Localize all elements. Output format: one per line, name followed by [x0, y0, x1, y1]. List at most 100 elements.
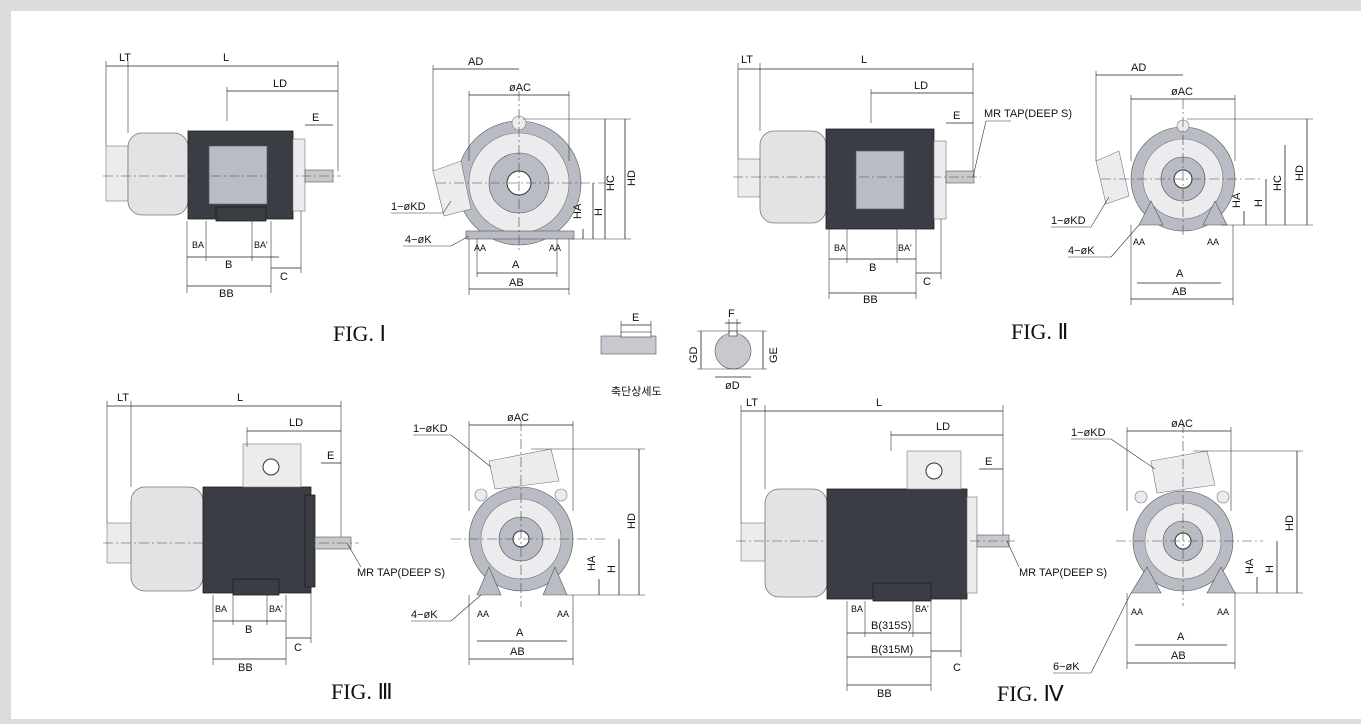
fig3-b-label: B	[245, 624, 252, 636]
fig1-hc-label: HC	[605, 175, 617, 191]
fig3-side-view: LT L LD E MR TAP(DEEP S) BA BA' B C BB	[103, 392, 445, 674]
fig1-lt-label: LT	[119, 52, 131, 64]
fig1-ba-label: BA	[192, 240, 204, 250]
fig4-k-label: 6−øK	[1053, 661, 1080, 673]
fig2-side-view: LT L LD E MR TAP(DEEP S) BA BA' B C BB	[733, 54, 1072, 306]
fig4-kd-label: 1−øKD	[1071, 427, 1106, 439]
fig4-b1-label: B(315S)	[871, 620, 911, 632]
fig1-ac-label: øAC	[509, 82, 531, 94]
fig3-mr-label: MR TAP(DEEP S)	[357, 567, 445, 579]
fig2-l-label: L	[861, 54, 867, 66]
fig1-ld-label: LD	[273, 78, 287, 90]
fig3-a-label: A	[516, 627, 524, 639]
motor-dimension-drawings: LT L LD E BA BA' B C BB	[103, 52, 1313, 706]
fig2-ab-label: AB	[1172, 286, 1187, 298]
fig2-e-label: E	[953, 110, 960, 122]
fig3-hd-label: HD	[626, 513, 638, 529]
fig3-ba2-label: BA'	[269, 604, 283, 614]
fig2-h-label: H	[1253, 199, 1265, 207]
fig3-kd-label: 1−øKD	[413, 423, 448, 435]
fig1-ab-label: AB	[509, 277, 524, 289]
fig2-ba2-label: BA'	[898, 243, 912, 253]
fig4-lt-label: LT	[746, 397, 758, 409]
shaft-gd-label: GD	[688, 346, 700, 363]
fig3-ba-label: BA	[215, 604, 227, 614]
fig1-ha-label: HA	[572, 203, 584, 219]
fig2-ha-label: HA	[1231, 192, 1243, 208]
fig4-bb-label: BB	[877, 688, 892, 700]
fig3-k-label: 4−øK	[411, 609, 438, 621]
fig1-aa-right-label: AA	[549, 243, 561, 253]
fig3-h-label: H	[606, 565, 618, 573]
fig2-k-label: 4−øK	[1068, 245, 1095, 257]
fig2-aa-left-label: AA	[1133, 237, 1145, 247]
fig2-c-label: C	[923, 276, 931, 288]
fig4-ha-label: HA	[1244, 558, 1256, 574]
fig3-l-label: L	[237, 392, 243, 404]
fig3-aa-right-label: AA	[557, 609, 569, 619]
fig1-title: FIG. Ⅰ	[333, 321, 386, 346]
shaft-caption: 축단상세도	[611, 385, 662, 398]
fig2-title: FIG. Ⅱ	[1011, 319, 1068, 344]
fig2-bb-label: BB	[863, 294, 878, 306]
fig2-ld-label: LD	[914, 80, 928, 92]
fig4-side-view: LT L LD E MR TAP(DEEP S) BA BA' B(315S) …	[736, 397, 1107, 700]
fig4-ba2-label: BA'	[915, 604, 929, 614]
fig4-c-label: C	[953, 662, 961, 674]
fig4-b2-label: B(315M)	[871, 644, 913, 656]
fig4-ba-label: BA	[851, 604, 863, 614]
fig1-bb-label: BB	[219, 288, 234, 300]
fig1-e-label: E	[312, 112, 319, 124]
fig3-ab-label: AB	[510, 646, 525, 658]
fig1-kd-label: 1−øKD	[391, 201, 426, 213]
fig2-b-label: B	[869, 262, 876, 274]
fig4-hd-label: HD	[1284, 515, 1296, 531]
fig3-ld-label: LD	[289, 417, 303, 429]
fig4-front-view: øAC 1−øKD 6−øK AA AA A AB HD HA H	[1053, 418, 1303, 674]
fig3-front-view: øAC 1−øKD 4−øK AA AA A AB HD HA H	[411, 412, 645, 665]
fig4-aa-right-label: AA	[1217, 607, 1229, 617]
shaft-d-label: øD	[725, 380, 740, 392]
fig1-k-label: 4−øK	[405, 234, 432, 246]
fig4-title: FIG. Ⅳ	[997, 681, 1064, 706]
fig1-a-label: A	[512, 259, 520, 271]
fig3-aa-left-label: AA	[477, 609, 489, 619]
fig3-c-label: C	[294, 642, 302, 654]
fig3-lt-label: LT	[117, 392, 129, 404]
fig1-side-view: LT L LD E BA BA' B C BB	[103, 52, 341, 300]
fig2-front-view: AD øAC 1−øKD 4−øK AA AA A AB HD HC HA H	[1051, 62, 1313, 305]
fig2-hc-label: HC	[1272, 175, 1284, 191]
fig4-e-label: E	[985, 456, 992, 468]
fig3-e-label: E	[327, 450, 334, 462]
fig1-c-label: C	[280, 271, 288, 283]
fig4-ab-label: AB	[1171, 650, 1186, 662]
fig1-h-label: H	[593, 208, 605, 216]
shaft-end-detail: E F GD GE øD 축단상세도	[600, 308, 780, 398]
shaft-e-label: E	[632, 312, 639, 324]
fig1-ad-label: AD	[468, 56, 483, 68]
fig2-lt-label: LT	[741, 54, 753, 66]
fig4-aa-left-label: AA	[1131, 607, 1143, 617]
fig2-aa-right-label: AA	[1207, 237, 1219, 247]
dimension-drawing-sheet: LT L LD E BA BA' B C BB	[11, 11, 1361, 719]
fig2-ba-label: BA	[834, 243, 846, 253]
fig2-a-label: A	[1176, 268, 1184, 280]
fig2-kd-label: 1−øKD	[1051, 215, 1086, 227]
fig2-ad-label: AD	[1131, 62, 1146, 74]
fig4-l-label: L	[876, 397, 882, 409]
shaft-f-label: F	[728, 308, 735, 320]
fig1-l-label: L	[223, 52, 229, 64]
shaft-ge-label: GE	[768, 347, 780, 363]
fig1-ba2-label: BA'	[254, 240, 268, 250]
fig4-h-label: H	[1264, 565, 1276, 573]
fig1-b-label: B	[225, 259, 232, 271]
fig1-aa-left-label: AA	[474, 243, 486, 253]
fig3-title: FIG. Ⅲ	[331, 679, 393, 704]
fig1-front-view: AD øAC 1−øKD 4−øK AA AA A AB HC HD HA H	[391, 56, 638, 295]
fig2-mr-label: MR TAP(DEEP S)	[984, 108, 1072, 120]
fig4-ld-label: LD	[936, 421, 950, 433]
fig3-ha-label: HA	[586, 555, 598, 571]
fig2-hd-label: HD	[1294, 165, 1306, 181]
fig2-ac-label: øAC	[1171, 86, 1193, 98]
fig3-bb-label: BB	[238, 662, 253, 674]
